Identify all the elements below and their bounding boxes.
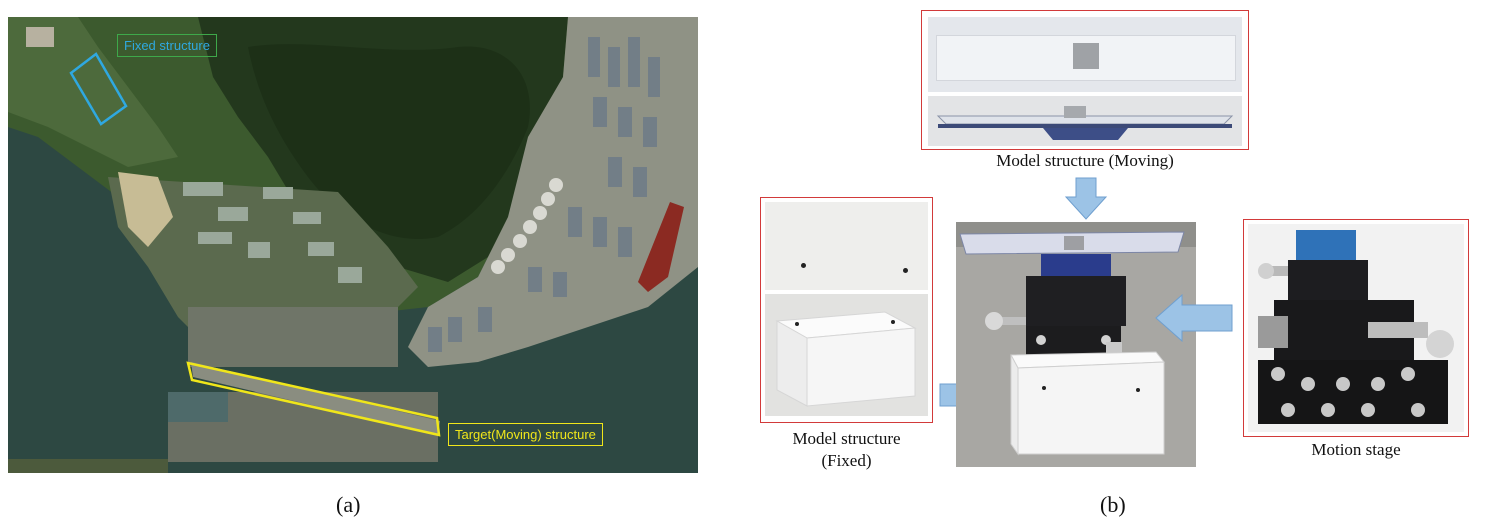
- fixed-structure-tag: Fixed structure: [117, 34, 217, 57]
- fixed-model-caption: Model structure (Fixed): [755, 428, 938, 472]
- panel-b-label: (b): [1100, 492, 1126, 517]
- fixed-model-caption-line1: Model structure: [792, 429, 901, 448]
- moving-model-top-view: [928, 17, 1242, 92]
- motion-stage-frame: [1243, 219, 1469, 437]
- down-arrow: [1064, 177, 1108, 220]
- moving-structure-tag: Target(Moving) structure: [448, 423, 603, 446]
- motion-stage-photo: [1248, 224, 1464, 432]
- test-setup-photo: [956, 222, 1196, 467]
- fixed-model-top-view: [765, 202, 928, 290]
- moving-model-frame: [921, 10, 1249, 150]
- moving-model-caption: Model structure (Moving): [996, 151, 1174, 170]
- motion-stage-caption: Motion stage: [1311, 440, 1401, 459]
- fixed-model-caption-line2: (Fixed): [821, 451, 872, 470]
- aerial-photo: [8, 17, 698, 473]
- fixed-structure-outline: [69, 52, 128, 126]
- panel-a-label: (a): [336, 492, 361, 517]
- fixed-model-frame: [760, 197, 933, 423]
- moving-model-side-view: [928, 96, 1242, 146]
- left-arrow-stage: [1155, 293, 1233, 343]
- moving-structure-outline: [186, 361, 441, 437]
- fixed-model-3d-view: [765, 294, 928, 416]
- aerial-map-image: [8, 17, 698, 473]
